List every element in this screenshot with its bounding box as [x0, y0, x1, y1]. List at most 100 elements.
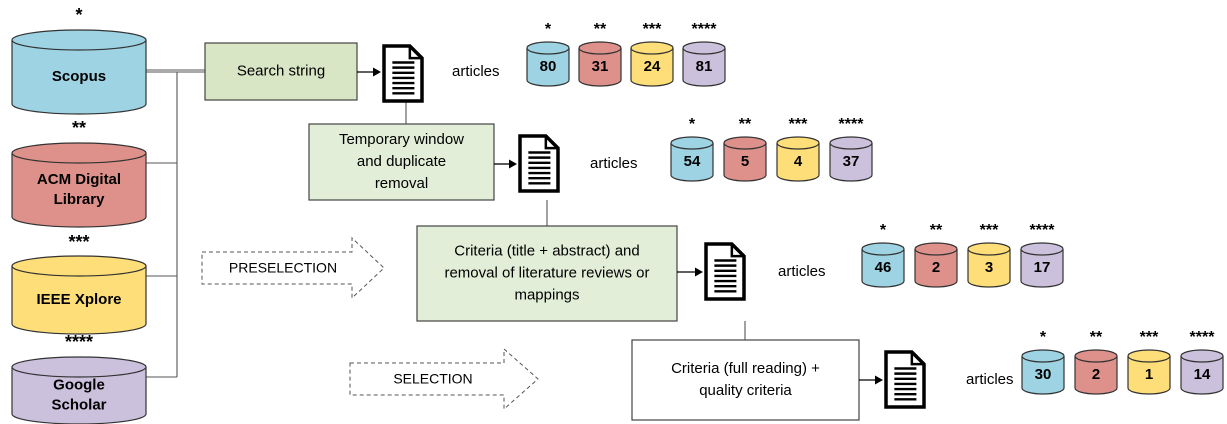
document-icon [518, 134, 560, 193]
phase-arrow-preselection: PRESELECTION [201, 236, 385, 300]
result-value: 37 [843, 153, 860, 170]
step-label: Temporary window [339, 131, 464, 148]
result-cylinder [776, 136, 820, 182]
articles-label: articles [590, 155, 638, 172]
result-cylinder [1180, 349, 1224, 395]
step-label: quality criteria [699, 382, 792, 399]
flow-arrow-4 [859, 375, 883, 385]
phase-label: SELECTION [393, 371, 472, 387]
result-value: 17 [1034, 259, 1051, 276]
step-label: and duplicate [357, 153, 446, 170]
result-value: 31 [592, 58, 609, 75]
result-cylinder [682, 41, 726, 87]
database-label: Scopus [52, 68, 106, 85]
result-stars: **** [1030, 222, 1056, 239]
result-cylinder [829, 136, 873, 182]
result-value: 30 [1035, 366, 1052, 383]
result-stars: ** [1090, 329, 1103, 346]
flow-arrow-1 [357, 67, 381, 77]
database-stars: *** [68, 232, 89, 252]
result-stars: **** [839, 116, 865, 133]
result-group-2: * 54 ** 5 *** 4 **** 37 [670, 116, 873, 182]
document-icon [884, 350, 926, 409]
database-label: Google [53, 376, 105, 393]
result-value: 14 [1194, 366, 1211, 383]
articles-label: articles [778, 263, 826, 280]
result-group-1: * 80 ** 31 *** 24 **** 81 [526, 21, 726, 87]
step-label: Criteria (full reading) + [671, 360, 820, 377]
result-value: 1 [1145, 366, 1153, 383]
result-cylinder [526, 41, 570, 87]
result-cylinder [1127, 349, 1171, 395]
result-stars: * [880, 222, 887, 239]
result-value: 54 [684, 153, 701, 170]
result-cylinder [630, 41, 674, 87]
database-stars: ** [72, 118, 86, 138]
result-stars: * [545, 21, 552, 38]
database-stars: * [75, 5, 82, 25]
step-box-2: Temporary window and duplicate removal [308, 123, 495, 201]
result-group-4: * 30 ** 2 *** 1 **** 14 [1021, 329, 1224, 395]
step-label: removal of literature reviews or [444, 264, 649, 281]
step-box-1: Search string [204, 42, 358, 101]
database-4 [11, 356, 147, 424]
step-label: removal [375, 175, 428, 192]
step-label: mappings [514, 286, 579, 303]
result-stars: **** [1190, 329, 1216, 346]
result-stars: * [1040, 329, 1047, 346]
result-stars: *** [789, 116, 808, 133]
result-value: 2 [1092, 366, 1100, 383]
step-label: Criteria (title + abstract) and [454, 242, 640, 259]
result-stars: * [689, 116, 696, 133]
result-value: 81 [696, 58, 713, 75]
database-3 [11, 255, 147, 335]
database-2 [11, 142, 147, 228]
step-box-4: Criteria (full reading) + quality criteri… [631, 339, 860, 421]
flow-arrow-3 [677, 267, 703, 277]
phase-arrow-selection: SELECTION [349, 347, 539, 411]
result-value: 46 [875, 259, 892, 276]
database-stars: **** [65, 332, 93, 352]
result-cylinder [861, 242, 905, 288]
phase-arrows: PRESELECTION SELECTION [201, 236, 539, 411]
document-icons: articles articles articles articles [357, 44, 1014, 409]
document-icon [704, 242, 746, 301]
result-cylinder [578, 41, 622, 87]
result-value: 80 [540, 58, 557, 75]
result-value: 5 [741, 153, 749, 170]
articles-label: articles [966, 371, 1014, 388]
result-cylinder [723, 136, 767, 182]
phase-label: PRESELECTION [229, 260, 337, 276]
database-label: ACM Digital [37, 171, 121, 188]
result-stars: *** [643, 21, 662, 38]
step-box-3: Criteria (title + abstract) and removal o… [416, 225, 678, 322]
result-stars: **** [692, 21, 718, 38]
flow-arrow-2 [494, 159, 517, 169]
result-stars: ** [594, 21, 607, 38]
step-label: Search string [237, 62, 325, 79]
result-cylinder [914, 242, 958, 288]
result-value: 24 [644, 58, 661, 75]
result-stars: ** [739, 116, 752, 133]
database-label: Scholar [51, 396, 106, 413]
articles-label: articles [452, 63, 500, 80]
result-cylinder [1021, 349, 1065, 395]
document-icon [382, 44, 424, 103]
result-value: 4 [794, 153, 803, 170]
result-cylinder [670, 136, 714, 182]
connector-lines [146, 69, 746, 378]
result-value: 3 [985, 259, 993, 276]
result-group-3: * 46 ** 2 *** 3 **** 17 [861, 222, 1064, 288]
result-cylinder [1020, 242, 1064, 288]
result-stars: ** [930, 222, 943, 239]
result-groups: *80**31***24****81*54**5***4****37*46**2… [526, 21, 1224, 395]
result-stars: *** [980, 222, 999, 239]
result-cylinder [967, 242, 1011, 288]
result-stars: *** [1140, 329, 1159, 346]
database-1 [11, 29, 147, 115]
database-label: IEEE Xplore [36, 291, 121, 308]
result-value: 2 [932, 259, 940, 276]
